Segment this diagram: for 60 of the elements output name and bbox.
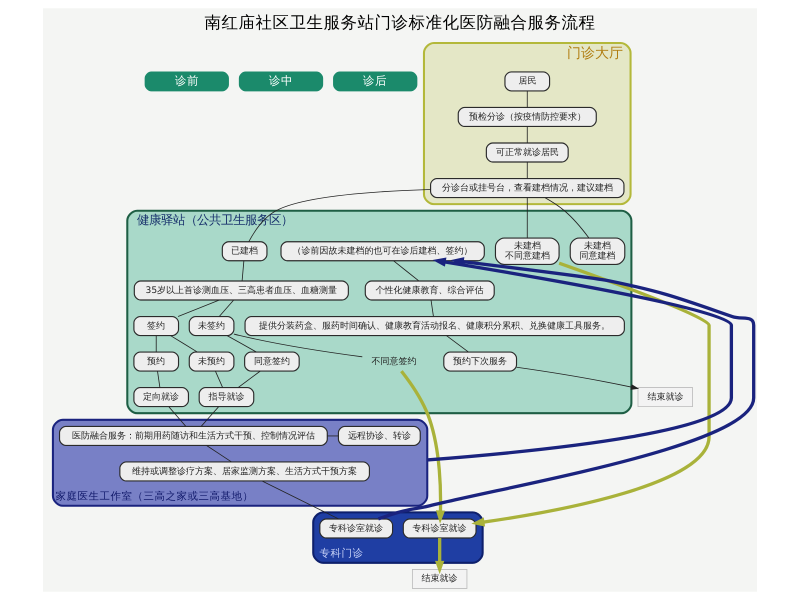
node-box: 诊前 bbox=[144, 72, 229, 92]
node-box: 未签约 bbox=[188, 316, 234, 336]
connector bbox=[215, 370, 224, 388]
node-box: 个性化健康教育、综合评估 bbox=[364, 280, 495, 301]
connector bbox=[262, 480, 340, 520]
connector bbox=[248, 189, 431, 242]
connector bbox=[218, 300, 234, 317]
connector bbox=[233, 334, 363, 358]
connector bbox=[238, 370, 261, 388]
connector bbox=[544, 197, 590, 238]
connector bbox=[526, 90, 528, 108]
arrow bbox=[435, 538, 444, 574]
arrow bbox=[516, 366, 640, 390]
connector bbox=[170, 335, 198, 352]
node-box: 分诊台或挂号台，查看建档情况，建议建档 bbox=[430, 178, 625, 198]
node-box: 未建档 同意建档 bbox=[570, 237, 626, 266]
node-text: 不同意签约 bbox=[372, 356, 417, 367]
node-box: 预检分诊（按疫情防控要求） bbox=[458, 106, 597, 128]
node-box: 已建档 bbox=[222, 241, 268, 262]
node-box: 可正常就诊居民 bbox=[486, 142, 569, 163]
node-box: 指导就诊 bbox=[198, 387, 254, 408]
connector bbox=[526, 126, 528, 144]
node-box: （诊前因故未建档的也可在诊后建档、签约） bbox=[280, 241, 485, 262]
connector bbox=[178, 300, 220, 317]
connector bbox=[206, 445, 232, 462]
connector bbox=[430, 300, 434, 317]
node-box: 预约下次服务 bbox=[443, 351, 518, 372]
connector bbox=[242, 260, 244, 282]
connector bbox=[446, 335, 469, 352]
diagram-title: 南红庙社区卫生服务站门诊标准化医防融合服务流程 bbox=[204, 13, 596, 32]
arrow bbox=[427, 258, 734, 462]
connector bbox=[393, 260, 419, 282]
node-box: 居民 bbox=[504, 71, 550, 92]
node-box: 定向就诊 bbox=[133, 387, 190, 408]
node-box: 未预约 bbox=[188, 351, 234, 372]
connector bbox=[156, 335, 157, 352]
node-box: 维持或调整诊疗方案、居家监测方案、生活方式干预方案 bbox=[119, 461, 370, 482]
node-box: 35岁以上首诊测血压、三高患者血压、血糖测量 bbox=[134, 280, 349, 301]
node-box: 诊后 bbox=[333, 72, 418, 92]
node-box: 同意签约 bbox=[244, 351, 300, 372]
node-box: 专科诊室就诊 bbox=[402, 518, 477, 539]
connector bbox=[526, 197, 528, 238]
node-box: 预约 bbox=[133, 351, 180, 372]
connector bbox=[226, 335, 257, 352]
node-box: 远程协诊、转诊 bbox=[338, 426, 421, 446]
connector bbox=[157, 370, 160, 388]
arrow bbox=[400, 370, 446, 524]
node-box: 专科诊室就诊 bbox=[319, 518, 394, 539]
node-box: 提供分装药盒、服药时间确认、健康教育活动报名、健康积分累积、兑换健康工具服务。 bbox=[244, 316, 625, 336]
node-box: 签约 bbox=[133, 316, 180, 336]
node-box: 诊中 bbox=[238, 72, 324, 92]
node-box: 医防融合服务：前期用药随访和生活方式干预、控制情况评估 bbox=[58, 426, 328, 446]
connector bbox=[168, 406, 186, 427]
connector bbox=[526, 162, 528, 179]
node-box: 未建档 不同意建档 bbox=[494, 237, 560, 266]
node-box: 结束就诊 bbox=[638, 387, 693, 408]
arrow bbox=[378, 257, 756, 521]
connector bbox=[200, 406, 219, 427]
arrow bbox=[471, 262, 711, 527]
node-box: 结束就诊 bbox=[412, 569, 468, 589]
